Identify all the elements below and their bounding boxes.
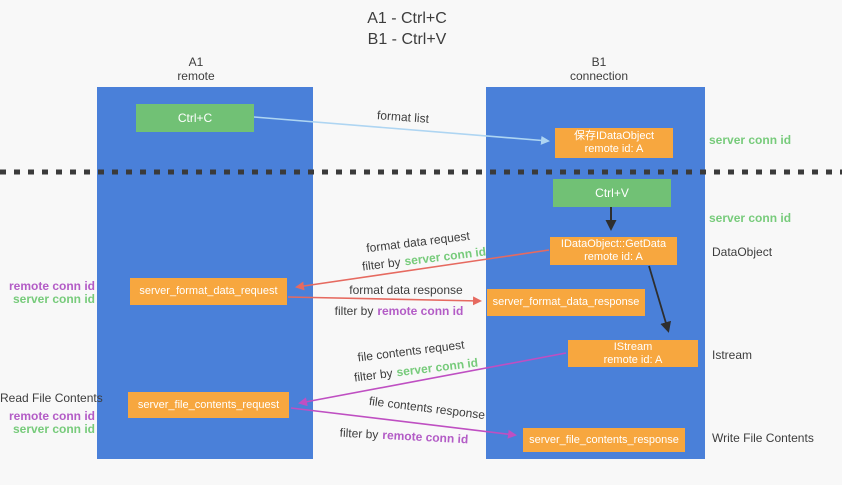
save-idataobject-box: 保存IDataObject remote id: A: [555, 128, 673, 158]
server-file-contents-response-box: server_file_contents_response: [523, 428, 685, 452]
remote-conn-id-label-left-top: remote conn id: [8, 279, 95, 293]
filter-by-text: filter by: [339, 425, 379, 442]
getdata-line1: IDataObject::GetData: [560, 238, 667, 250]
getdata-box: IDataObject::GetData remote id: A: [550, 237, 677, 265]
filter-by-text: filter by: [334, 304, 374, 318]
server-conn-id-label-left-bottom: server conn id: [12, 422, 95, 436]
server-file-contents-response-label: server_file_contents_response: [529, 433, 679, 446]
dataobject-label: DataObject: [712, 245, 773, 259]
format-data-response-label: format data response: [349, 283, 463, 297]
getdata-line2: remote id: A: [584, 251, 643, 263]
server-format-data-request-label: server_format_data_request: [139, 285, 278, 297]
column-header-b1: B1 connection: [539, 55, 659, 83]
server-file-contents-request-box: server_file_contents_request: [128, 392, 289, 418]
server-format-data-response-label: server_format_data_response: [492, 296, 640, 308]
server-conn-id-label-right-mid: server conn id: [709, 211, 792, 225]
column-a1-role: remote: [177, 69, 215, 83]
read-file-contents-label: Read File Contents: [0, 391, 103, 405]
ctrl-c-box: Ctrl+C: [136, 104, 254, 132]
arrow-format-data-response: [287, 296, 482, 306]
column-a1-name: A1: [188, 55, 204, 69]
istream-box: IStream remote id: A: [568, 340, 698, 367]
istream-line2: remote id: A: [603, 353, 663, 366]
title-line-2: B1 - Ctrl+V: [367, 31, 447, 48]
remote-conn-id-keyword: remote conn id: [377, 304, 464, 318]
server-conn-id-label-right-top: server conn id: [709, 133, 792, 147]
save-idataobject-line1: 保存IDataObject: [573, 130, 655, 142]
server-conn-id-keyword: server conn id: [395, 355, 479, 380]
server-format-data-response-box: server_format_data_response: [487, 289, 645, 316]
remote-conn-id-label-left-bottom: remote conn id: [8, 409, 95, 423]
save-idataobject-line2: remote id: A: [584, 143, 644, 155]
format-list-label: format list: [376, 108, 430, 126]
column-header-a1: A1 remote: [136, 55, 256, 83]
server-file-contents-request-label: server_file_contents_request: [137, 398, 280, 411]
remote-conn-id-keyword: remote conn id: [381, 427, 469, 447]
column-b1-name: B1: [591, 55, 607, 69]
title-line-1: A1 - Ctrl+C: [367, 10, 447, 27]
istream-line1: IStream: [613, 340, 653, 353]
server-format-data-request-box: server_format_data_request: [130, 278, 287, 305]
ctrl-v-box: Ctrl+V: [553, 179, 671, 207]
istream-side-label: Istream: [712, 348, 753, 362]
column-b1-role: connection: [569, 69, 629, 83]
ctrl-c-label: Ctrl+C: [177, 111, 213, 125]
diagram-title: A1 - Ctrl+C B1 - Ctrl+V: [317, 8, 497, 50]
server-conn-id-label-left-top: server conn id: [12, 292, 95, 306]
write-file-contents-label: Write File Contents: [712, 431, 814, 445]
filter-by-text: filter by: [361, 254, 402, 274]
filter-by-text: filter by: [353, 365, 394, 385]
file-contents-response-label: file contents response: [368, 393, 486, 423]
ctrl-v-label: Ctrl+V: [595, 186, 629, 200]
